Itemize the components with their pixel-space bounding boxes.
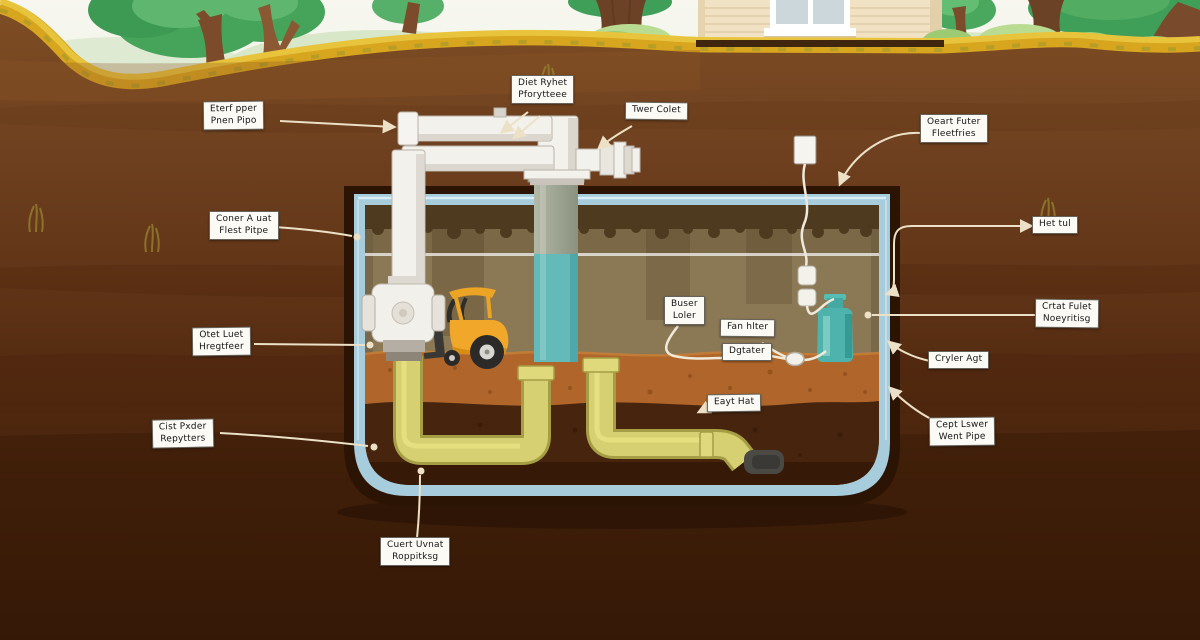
float-switch xyxy=(793,135,835,315)
scum-layer xyxy=(365,205,879,229)
label-buser-loler: Buser Loler xyxy=(664,296,705,326)
yellow-piping xyxy=(393,356,784,474)
label-outlet-filter: Oeart Futer Fleetfries xyxy=(920,114,988,144)
label-bottom-pipe: Cuert Uvnat Roppitksg xyxy=(380,537,451,567)
waterline xyxy=(365,253,879,256)
label-tank-lid: Coner A uat Flest Pitpe xyxy=(209,211,279,241)
septic-tank xyxy=(337,186,907,529)
bottle xyxy=(817,294,853,362)
pump-unit xyxy=(361,276,446,361)
label-inlet-pipe: Eterf pper Pnen Pipo xyxy=(202,100,265,131)
riser-pipe xyxy=(527,171,585,362)
cord-connector xyxy=(785,351,805,367)
label-cryler-agt: Cryler Agt xyxy=(928,351,990,369)
label-outlet-unit: Crtat Fulet Noeyritisg xyxy=(1034,298,1099,329)
label-tank-base: Cist Pxder Repytters xyxy=(151,418,214,449)
house xyxy=(698,0,942,44)
label-digester: Dgtater xyxy=(722,343,772,361)
label-fan-filter: Fan hlter xyxy=(719,318,776,337)
label-het-tul: Het tul xyxy=(1032,216,1078,234)
label-lower-waste-pipe: Cept Lswer Went Pipe xyxy=(928,416,996,447)
label-water-level: Otet Luet Hregtfeer xyxy=(191,326,251,357)
label-riser-valve: Twer Colet xyxy=(624,101,688,121)
grass-band xyxy=(0,0,1200,90)
leader-lines xyxy=(219,111,1035,539)
riser-tee xyxy=(575,148,603,172)
label-riser-fitting: Diet Ryhet Pforytteee xyxy=(511,75,575,105)
inlet-pipe-white xyxy=(391,107,641,291)
label-east-heat: Eayt Hat xyxy=(706,393,762,413)
tree-trunk xyxy=(258,4,300,64)
